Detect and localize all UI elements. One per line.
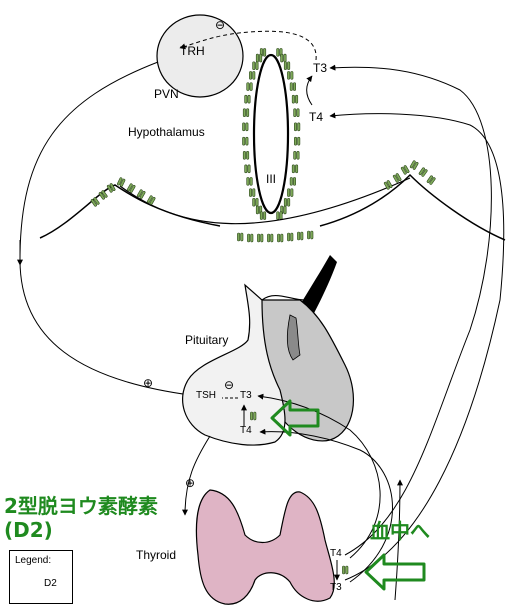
d2-enzyme-icon [267, 233, 274, 243]
d2-enzyme-icon [98, 189, 109, 201]
pituitary-anterior [182, 283, 286, 446]
d2-enzyme-icon [294, 136, 301, 146]
d2-enzyme-icon [291, 94, 299, 104]
t3-to-trh-inhibition [179, 30, 317, 61]
d2-enzyme-icon [291, 164, 299, 174]
d2-enzyme-icon [246, 177, 253, 186]
d2-enzyme-icon [255, 53, 263, 63]
d2-enzyme-icon [297, 231, 304, 241]
hypothalamus-floor-right [319, 173, 506, 241]
blood-to-hypo-t4 [329, 112, 505, 581]
d2-enzyme-icon [276, 211, 283, 220]
third-ventricle [252, 53, 290, 215]
pit-t4-label: T4 [240, 425, 252, 436]
thyroid-gland [195, 489, 335, 605]
pit-t3-label: T3 [240, 390, 252, 401]
pvn-nucleus [156, 14, 244, 98]
trh-to-pituitary-arrow [19, 61, 191, 398]
d2-enzyme-icon [249, 71, 256, 80]
d2-enzyme-icon [237, 232, 244, 242]
legend-key-label: D2 [44, 578, 57, 589]
d2-enzyme-icon [280, 53, 287, 63]
d2-enzyme-icon [252, 197, 259, 207]
d2-enzyme-icon [293, 150, 300, 160]
d2-enzyme-icon [400, 164, 410, 176]
d2-enzyme-icon [392, 172, 402, 184]
floor-d2-bottom [237, 230, 314, 243]
d2-enzyme-icon [242, 136, 249, 146]
d2-enzyme-icon [289, 177, 297, 186]
stimulation-sign-tsh: ⊕ [185, 476, 196, 490]
d2-enzyme-icon [289, 82, 297, 91]
tsh-to-thyroid-arrow [182, 435, 211, 516]
hypo-t4-label: T4 [309, 110, 324, 124]
d2-enzyme-icon [277, 233, 284, 243]
thyroid-label: Thyroid [136, 548, 177, 562]
blood-to-hypo-t3 [329, 64, 492, 556]
blood-to-pit-t4 [259, 428, 393, 583]
d2-enzyme-icon [287, 71, 294, 80]
d2-enzyme-icon [426, 174, 437, 186]
thy-t3-label: T3 [330, 582, 342, 593]
d2-enzyme-icon [244, 164, 251, 174]
d2-enzyme-icon [249, 188, 256, 197]
hypo-t3-label: T3 [313, 61, 328, 75]
d2-annotation-abbrev: (D2) [4, 518, 53, 542]
legend-title: Legend: [15, 555, 52, 566]
d2-enzyme-icon [247, 233, 254, 243]
d2-enzyme-icon [252, 61, 259, 71]
inhibition-sign-hypo: ⊖ [215, 18, 226, 32]
d2-enzyme-icon [257, 233, 264, 243]
d2-enzyme-icon [283, 61, 291, 71]
pvn-label: PVN [154, 87, 179, 101]
pituitary-intermediate [286, 314, 301, 361]
pituitary-outline-right [261, 295, 306, 301]
blood-vertical [394, 479, 403, 601]
d2-enzyme-icon [294, 122, 301, 132]
inhibition-sign-pit: ⊖ [224, 378, 235, 392]
d2-enzyme-icon [283, 197, 291, 207]
median-eminence-arc [119, 177, 411, 225]
pituitary-label: Pituitary [185, 333, 229, 347]
d2-enzyme-icon [244, 94, 251, 104]
d2-enzyme-icon [293, 108, 300, 118]
to-blood-annotation: 血中へ [370, 519, 430, 543]
green-arrow-thyroid [364, 553, 426, 591]
trh-label: TRH [180, 44, 205, 58]
thy-t4-label: T4 [330, 548, 342, 559]
thyroid-d2 [342, 565, 349, 575]
ventricle-label: III [266, 172, 277, 186]
d2-enzyme-icon [287, 232, 294, 242]
d2-enzyme-icon [116, 176, 126, 188]
d2-enzyme-icon [287, 188, 294, 197]
tsh-label: TSH [196, 390, 216, 401]
legend-box: Legend: D2 [9, 550, 73, 604]
hypothalamus-label: Hypothalamus [128, 125, 205, 139]
d2-enzyme-icon [90, 196, 101, 208]
d2-enzyme-icon [246, 82, 253, 91]
d2-enzyme-icon [409, 159, 419, 171]
d2-annotation-title: 2型脱ヨウ素酵素 [4, 494, 158, 518]
d2-enzyme-icon [242, 122, 249, 132]
stimulation-sign-trh: ⊕ [143, 376, 154, 390]
green-arrow-pituitary [270, 399, 320, 437]
d2-enzyme-icon [418, 166, 429, 178]
d2-enzyme-icon [242, 150, 250, 160]
hypo-t4-to-t3 [306, 75, 313, 106]
d2-enzyme-icon [307, 230, 314, 240]
d2-enzyme-icon [242, 108, 250, 118]
d2-enzyme-icon [259, 211, 267, 220]
